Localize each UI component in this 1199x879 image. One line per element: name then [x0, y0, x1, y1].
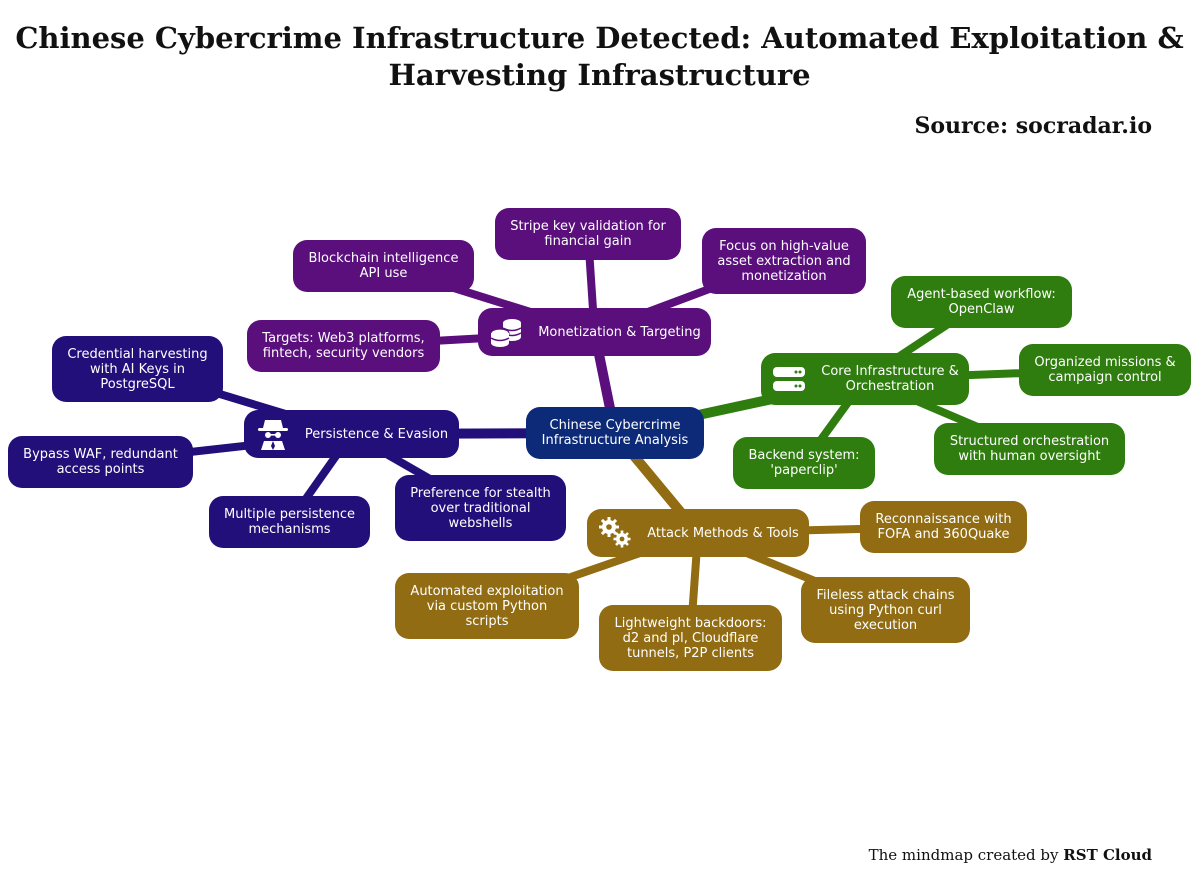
- leaf-structured-orchestration[interactable]: Structured orchestration with human over…: [934, 423, 1125, 475]
- leaf-reconnaissance[interactable]: Reconnaissance with FOFA and 360Quake: [860, 501, 1027, 553]
- credit-prefix: The mindmap created by: [868, 846, 1059, 864]
- source-label: Source: socradar.io: [914, 113, 1152, 139]
- coins-icon: [488, 314, 524, 350]
- branch-persistence[interactable]: Persistence & Evasion: [244, 410, 459, 458]
- leaf-stripe-key[interactable]: Stripe key validation for financial gain: [495, 208, 681, 260]
- server-icon: [771, 361, 807, 397]
- branch-core-label: Core Infrastructure & Orchestration: [821, 364, 959, 394]
- leaf-multiple-persistence[interactable]: Multiple persistence mechanisms: [209, 496, 370, 548]
- leaf-stealth-preference[interactable]: Preference for stealth over traditional …: [395, 475, 566, 541]
- leaf-openclaw[interactable]: Agent-based workflow: OpenClaw: [891, 276, 1072, 328]
- leaf-high-value-assets[interactable]: Focus on high-value asset extraction and…: [702, 228, 866, 294]
- leaf-targets[interactable]: Targets: Web3 platforms, fintech, securi…: [247, 320, 440, 372]
- leaf-blockchain-api[interactable]: Blockchain intelligence API use: [293, 240, 474, 292]
- leaf-lightweight-backdoors[interactable]: Lightweight backdoors: d2 and pl, Cloudf…: [599, 605, 782, 671]
- branch-attack-label: Attack Methods & Tools: [647, 525, 799, 541]
- leaf-automated-exploitation[interactable]: Automated exploitation via custom Python…: [395, 573, 579, 639]
- branch-monetization-label: Monetization & Targeting: [538, 324, 701, 340]
- leaf-fileless-attacks[interactable]: Fileless attack chains using Python curl…: [801, 577, 970, 643]
- spy-icon: [255, 416, 291, 452]
- leaf-credential-harvesting[interactable]: Credential harvesting with AI Keys in Po…: [52, 336, 223, 402]
- page-title: Chinese Cybercrime Infrastructure Detect…: [15, 21, 1184, 92]
- gears-icon: [597, 515, 633, 551]
- credit-name: RST Cloud: [1063, 846, 1152, 864]
- branch-core-infrastructure[interactable]: Core Infrastructure & Orchestration: [761, 353, 969, 405]
- center-node-label: Chinese Cybercrime Infrastructure Analys…: [541, 418, 689, 448]
- branch-attack-methods[interactable]: Attack Methods & Tools: [587, 509, 809, 557]
- credit-line: The mindmap created by RST Cloud: [869, 846, 1152, 864]
- branch-persistence-label: Persistence & Evasion: [304, 426, 449, 442]
- leaf-paperclip[interactable]: Backend system: 'paperclip': [733, 437, 875, 489]
- leaf-organized-missions[interactable]: Organized missions & campaign control: [1019, 344, 1191, 396]
- leaf-bypass-waf[interactable]: Bypass WAF, redundant access points: [8, 436, 193, 488]
- center-node[interactable]: Chinese Cybercrime Infrastructure Analys…: [526, 407, 704, 459]
- branch-monetization[interactable]: Monetization & Targeting: [478, 308, 711, 356]
